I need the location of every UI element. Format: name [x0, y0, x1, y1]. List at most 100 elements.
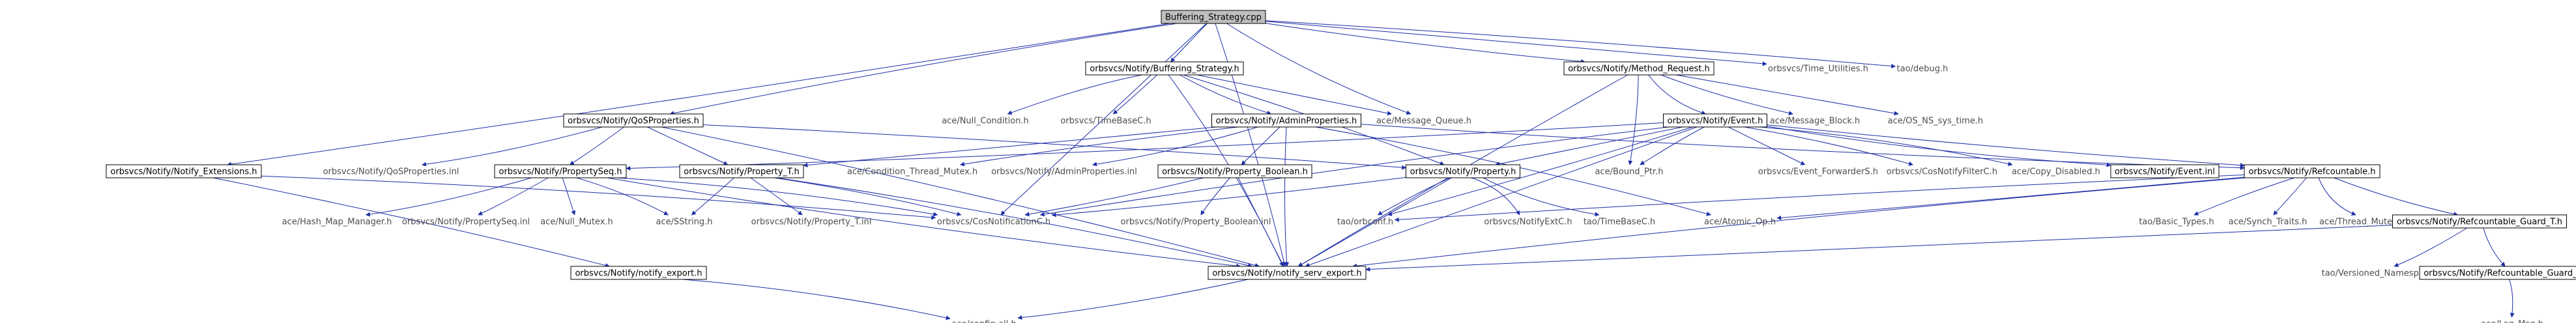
node-propertyseq-inl[interactable]: orbsvcs/Notify/PropertySeq.inl [402, 218, 530, 227]
edge-adminproperties_h-to-condition_thread_mutex_h [959, 126, 1239, 167]
node-event-forwarders-h[interactable]: orbsvcs/Event_ForwarderS.h [1758, 167, 1878, 177]
node-log-msg-h[interactable]: ace/Log_Msg.h [2481, 320, 2543, 323]
node-thread-mutex-h[interactable]: ace/Thread_Mutex.h [2319, 218, 2405, 227]
node-null-mutex-h[interactable]: ace/Null_Mutex.h [540, 218, 613, 227]
node-condition-thread-mutex-h[interactable]: ace/Condition_Thread_Mutex.h [847, 167, 977, 177]
node-qosproperties-h[interactable]: orbsvcs/Notify/QoSProperties.h [563, 113, 704, 128]
node-timebasec-h[interactable]: orbsvcs/TimeBaseC.h [1060, 117, 1151, 126]
include-nodes: Buffering_Strategy.cpp orbsvcs/Notify/Buf… [106, 10, 2576, 323]
edge-propertyseq_h-to-hash_map_manager_h [365, 177, 532, 217]
node-notify-extensions-h[interactable]: orbsvcs/Notify/Notify_Extensions.h [106, 164, 262, 178]
node-versioned-namespace-h[interactable]: tao/Versioned_Namespace.h [2322, 269, 2442, 279]
edge-refcountable_guard_t_inl-to-log_msg_h [2509, 279, 2515, 318]
edge-property_h-to-cosnotificationc_h [1051, 176, 1406, 218]
node-qosproperties-inl[interactable]: orbsvcs/Notify/QoSProperties.inl [323, 167, 459, 177]
node-label: tao/Basic_Types.h [2139, 218, 2214, 227]
node-method-request-h[interactable]: orbsvcs/Notify/Method_Request.h [1563, 61, 1715, 76]
edge-property_h-to-notify_serv_export_h [1297, 177, 1452, 267]
node-config-all-h[interactable]: ace/config-all.h [951, 320, 1017, 323]
node-synch-traits-h[interactable]: ace/Synch_Traits.h [2229, 218, 2308, 227]
node-box [679, 164, 804, 178]
edge-buffering_strategy_cpp-to-notify_extensions_h [227, 23, 1170, 167]
node-null-condition-h[interactable]: ace/Null_Condition.h [942, 117, 1029, 126]
edge-method_request_h-to-message_block_h [1660, 74, 1793, 116]
edge-event_h-to-cosnotificationc_h [1039, 126, 1669, 217]
node-property-boolean-h[interactable]: orbsvcs/Notify/Property_Boolean.h [1157, 164, 1312, 178]
node-bound-ptr-h[interactable]: ace/Bound_Ptr.h [1595, 167, 1663, 177]
node-property-boolean-inl[interactable]: orbsvcs/Notify/Property_Boolean.inl [1121, 218, 1271, 227]
node-message-block-h[interactable]: ace/Message_Block.h [1770, 117, 1860, 126]
edge-buffering_strategy_cpp-to-notify_serv_export_h [1215, 23, 1286, 267]
node-refcountable-guard-t-h[interactable]: orbsvcs/Notify/Refcountable_Guard_T.h [2392, 214, 2567, 229]
edge-notify_extensions_h-to-notify_export_h [212, 177, 610, 268]
node-property-t-inl[interactable]: orbsvcs/Notify/Property_T.inl [751, 218, 872, 227]
node-sstring-h[interactable]: ace/SString.h [656, 218, 713, 227]
edge-refcountable_guard_t_h-to-notify_serv_export_h [1365, 225, 2393, 272]
edge-buffering_strategy_cpp-to-message_queue_h [1226, 23, 1411, 115]
node-box [106, 164, 262, 178]
node-atomic-op-h[interactable]: ace/Atomic_Op.h [1704, 218, 1776, 227]
node-box [494, 164, 627, 178]
node-notify-serv-export-h[interactable]: orbsvcs/Notify/notify_serv_export.h [1208, 266, 1367, 280]
node-event-inl[interactable]: orbsvcs/Notify/Event.inl [2110, 164, 2220, 178]
edge-refcountable_guard_t_h-to-versioned_namespace_h [2394, 227, 2468, 267]
node-refcountable-h[interactable]: orbsvcs/Notify/Refcountable.h [2244, 164, 2381, 178]
node-property-t-h[interactable]: orbsvcs/Notify/Property_T.h [679, 164, 804, 178]
node-label: ace/Message_Block.h [1770, 117, 1860, 126]
edge-refcountable_h-to-thread_mutex_h [2318, 177, 2356, 216]
edge-refcountable_guard_t_h-to-refcountable_guard_t_inl [2483, 227, 2506, 267]
node-basic-types-h[interactable]: tao/Basic_Types.h [2139, 218, 2214, 227]
node-hash-map-manager-h[interactable]: ace/Hash_Map_Manager.h [282, 218, 392, 227]
node-tao-orbconf-h[interactable]: tao/orbconf.h [1337, 218, 1393, 227]
node-label: orbsvcs/Notify/QoSProperties.h [568, 117, 699, 126]
edge-notify_serv_export_h-to-config_all_h [1017, 279, 1249, 320]
node-box [1563, 61, 1715, 76]
node-propertyseq-h[interactable]: orbsvcs/Notify/PropertySeq.h [494, 164, 627, 178]
node-refcountable-guard-t-inl[interactable]: orbsvcs/Notify/Refcountable_Guard_T.inl [2419, 266, 2576, 280]
edge-refcountable_h-to-basic_types_h [2193, 177, 2295, 216]
node-box [2419, 266, 2576, 280]
node-adminproperties-h[interactable]: orbsvcs/Notify/AdminProperties.h [1211, 113, 1361, 128]
node-box [1663, 113, 1767, 128]
node-box [1406, 164, 1520, 178]
edge-event_h-to-tao_orbconf_h [1387, 126, 1693, 216]
node-event-h[interactable]: orbsvcs/Notify/Event.h [1663, 113, 1767, 128]
node-label: ace/Log_Msg.h [2481, 320, 2543, 323]
node-label: orbsvcs/TimeBaseC.h [1060, 117, 1151, 126]
edge-qosproperties_h-to-property_t_h [647, 126, 729, 165]
node-time-utilities-h[interactable]: orbsvcs/Time_Utilities.h [1768, 64, 1868, 74]
edge-adminproperties_h-to-adminproperties_inl [1092, 126, 1258, 167]
node-box [1085, 61, 1244, 76]
node-copy-disabled-h[interactable]: ace/Copy_Disabled.h [2012, 167, 2100, 177]
node-label: ace/Hash_Map_Manager.h [282, 218, 392, 227]
node-property-h[interactable]: orbsvcs/Notify/Property.h [1406, 164, 1520, 178]
edge-buffering_strategy_cpp-to-method_request_h [1265, 23, 1585, 64]
node-notify-export-h[interactable]: orbsvcs/Notify/notify_export.h [570, 266, 707, 280]
node-tao-timebasec-h[interactable]: tao/TimeBaseC.h [1584, 218, 1655, 227]
edge-property_h-to-notifyextc_h [1471, 177, 1520, 216]
edge-method_request_h-to-bound_ptr_h [1628, 74, 1639, 165]
node-os-ns-sys-time-h[interactable]: ace/OS_NS_sys_time.h [1888, 117, 1983, 126]
node-adminproperties-inl[interactable]: orbsvcs/Notify/AdminProperties.inl [991, 167, 1137, 177]
node-label: orbsvcs/Time_Utilities.h [1768, 64, 1868, 74]
edge-property_t_h-to-notify_serv_export_h [776, 177, 1252, 268]
node-label: orbsvcs/Notify/Refcountable.h [2248, 167, 2375, 177]
node-tao-debug-h[interactable]: tao/debug.h [1897, 64, 1948, 74]
node-cosnotificationc-h[interactable]: orbsvcs/CosNotificationC.h [937, 218, 1050, 227]
node-label: orbsvcs/Notify/AdminProperties.h [1216, 117, 1357, 126]
node-label: orbsvcs/Notify/notify_export.h [575, 269, 702, 279]
node-notifyextc-h[interactable]: orbsvcs/NotifyExtC.h [1484, 218, 1572, 227]
node-label: ace/Copy_Disabled.h [2012, 167, 2100, 177]
node-message-queue-h[interactable]: ace/Message_Queue.h [1376, 117, 1471, 126]
node-box [1161, 10, 1266, 24]
node-buffering-strategy-cpp[interactable]: Buffering_Strategy.cpp [1161, 10, 1266, 24]
edge-property_t_h-to-cosnotificationc_h [774, 177, 962, 216]
edge-refcountable_h-to-synch_traits_h [2273, 177, 2307, 216]
node-cosnotifyfilterc-h[interactable]: orbsvcs/CosNotifyFilterC.h [1887, 167, 1997, 177]
node-label: ace/Condition_Thread_Mutex.h [847, 167, 977, 177]
edge-qosproperties_h-to-propertyseq_h [569, 126, 624, 165]
node-box [2392, 214, 2567, 229]
node-buffering-strategy-h[interactable]: orbsvcs/Notify/Buffering_Strategy.h [1085, 61, 1244, 76]
edge-event_h-to-notify_serv_export_h [1305, 126, 1698, 268]
node-label: tao/debug.h [1897, 64, 1948, 74]
